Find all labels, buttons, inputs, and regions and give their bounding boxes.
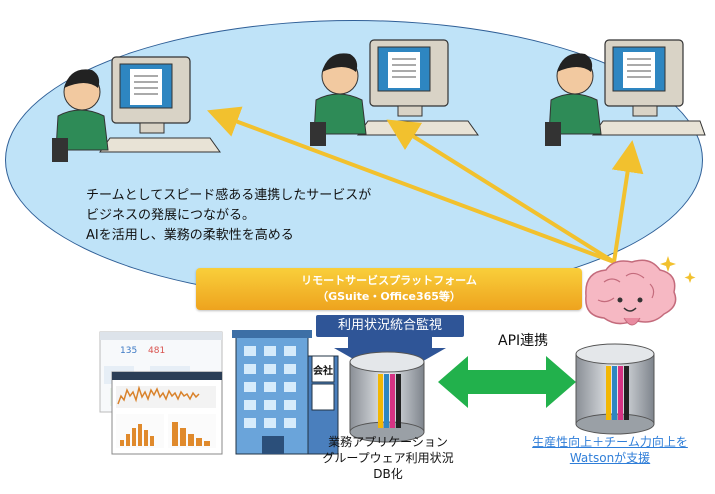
worker-icon [310, 39, 479, 146]
left-db-caption: 業務アプリケーション グループウェア利用状況 DB化 [318, 434, 458, 482]
database-icon-left [349, 351, 425, 443]
description-text: チームとしてスピード感ある連携したサービスが ビジネスの発展につながる。 AIを… [86, 186, 371, 246]
platform-banner: リモートサービスプラットフォーム （GSuite・Office365等） [196, 268, 582, 310]
database-icon-right [575, 343, 655, 435]
caption-line: 生産性向上＋チーム力向上を [532, 435, 688, 449]
platform-title: リモートサービスプラットフォーム [301, 274, 477, 287]
dashboard-number: 135 [120, 346, 138, 356]
api-arrow [438, 356, 576, 408]
dashboard-number: 481 [148, 346, 166, 356]
building-sign: 会社 [313, 366, 333, 377]
platform-subtitle: （GSuite・Office365等） [317, 290, 461, 303]
caption-line: DB化 [373, 467, 403, 481]
office-building-icon [232, 330, 339, 455]
api-label: API連携 [498, 333, 549, 349]
support-arrows [207, 106, 644, 264]
caption-line: グループウェア利用状況 [322, 451, 454, 465]
brain-icon [585, 256, 696, 326]
description-line: ビジネスの発展につながる。 [86, 208, 256, 223]
worker-icon [545, 39, 706, 146]
caption-line: Watsonが支援 [569, 451, 651, 465]
caption-line: 業務アプリケーション [328, 435, 448, 449]
worker-icon [52, 56, 221, 162]
monitor-label: 利用状況統合監視 [316, 315, 464, 337]
right-db-caption: 生産性向上＋チーム力向上を Watsonが支援 [510, 434, 710, 466]
dashboard-screenshot [99, 331, 223, 455]
description-line: AIを活用し、業務の柔軟性を高める [86, 228, 294, 243]
description-line: チームとしてスピード感ある連携したサービスが [86, 188, 372, 203]
